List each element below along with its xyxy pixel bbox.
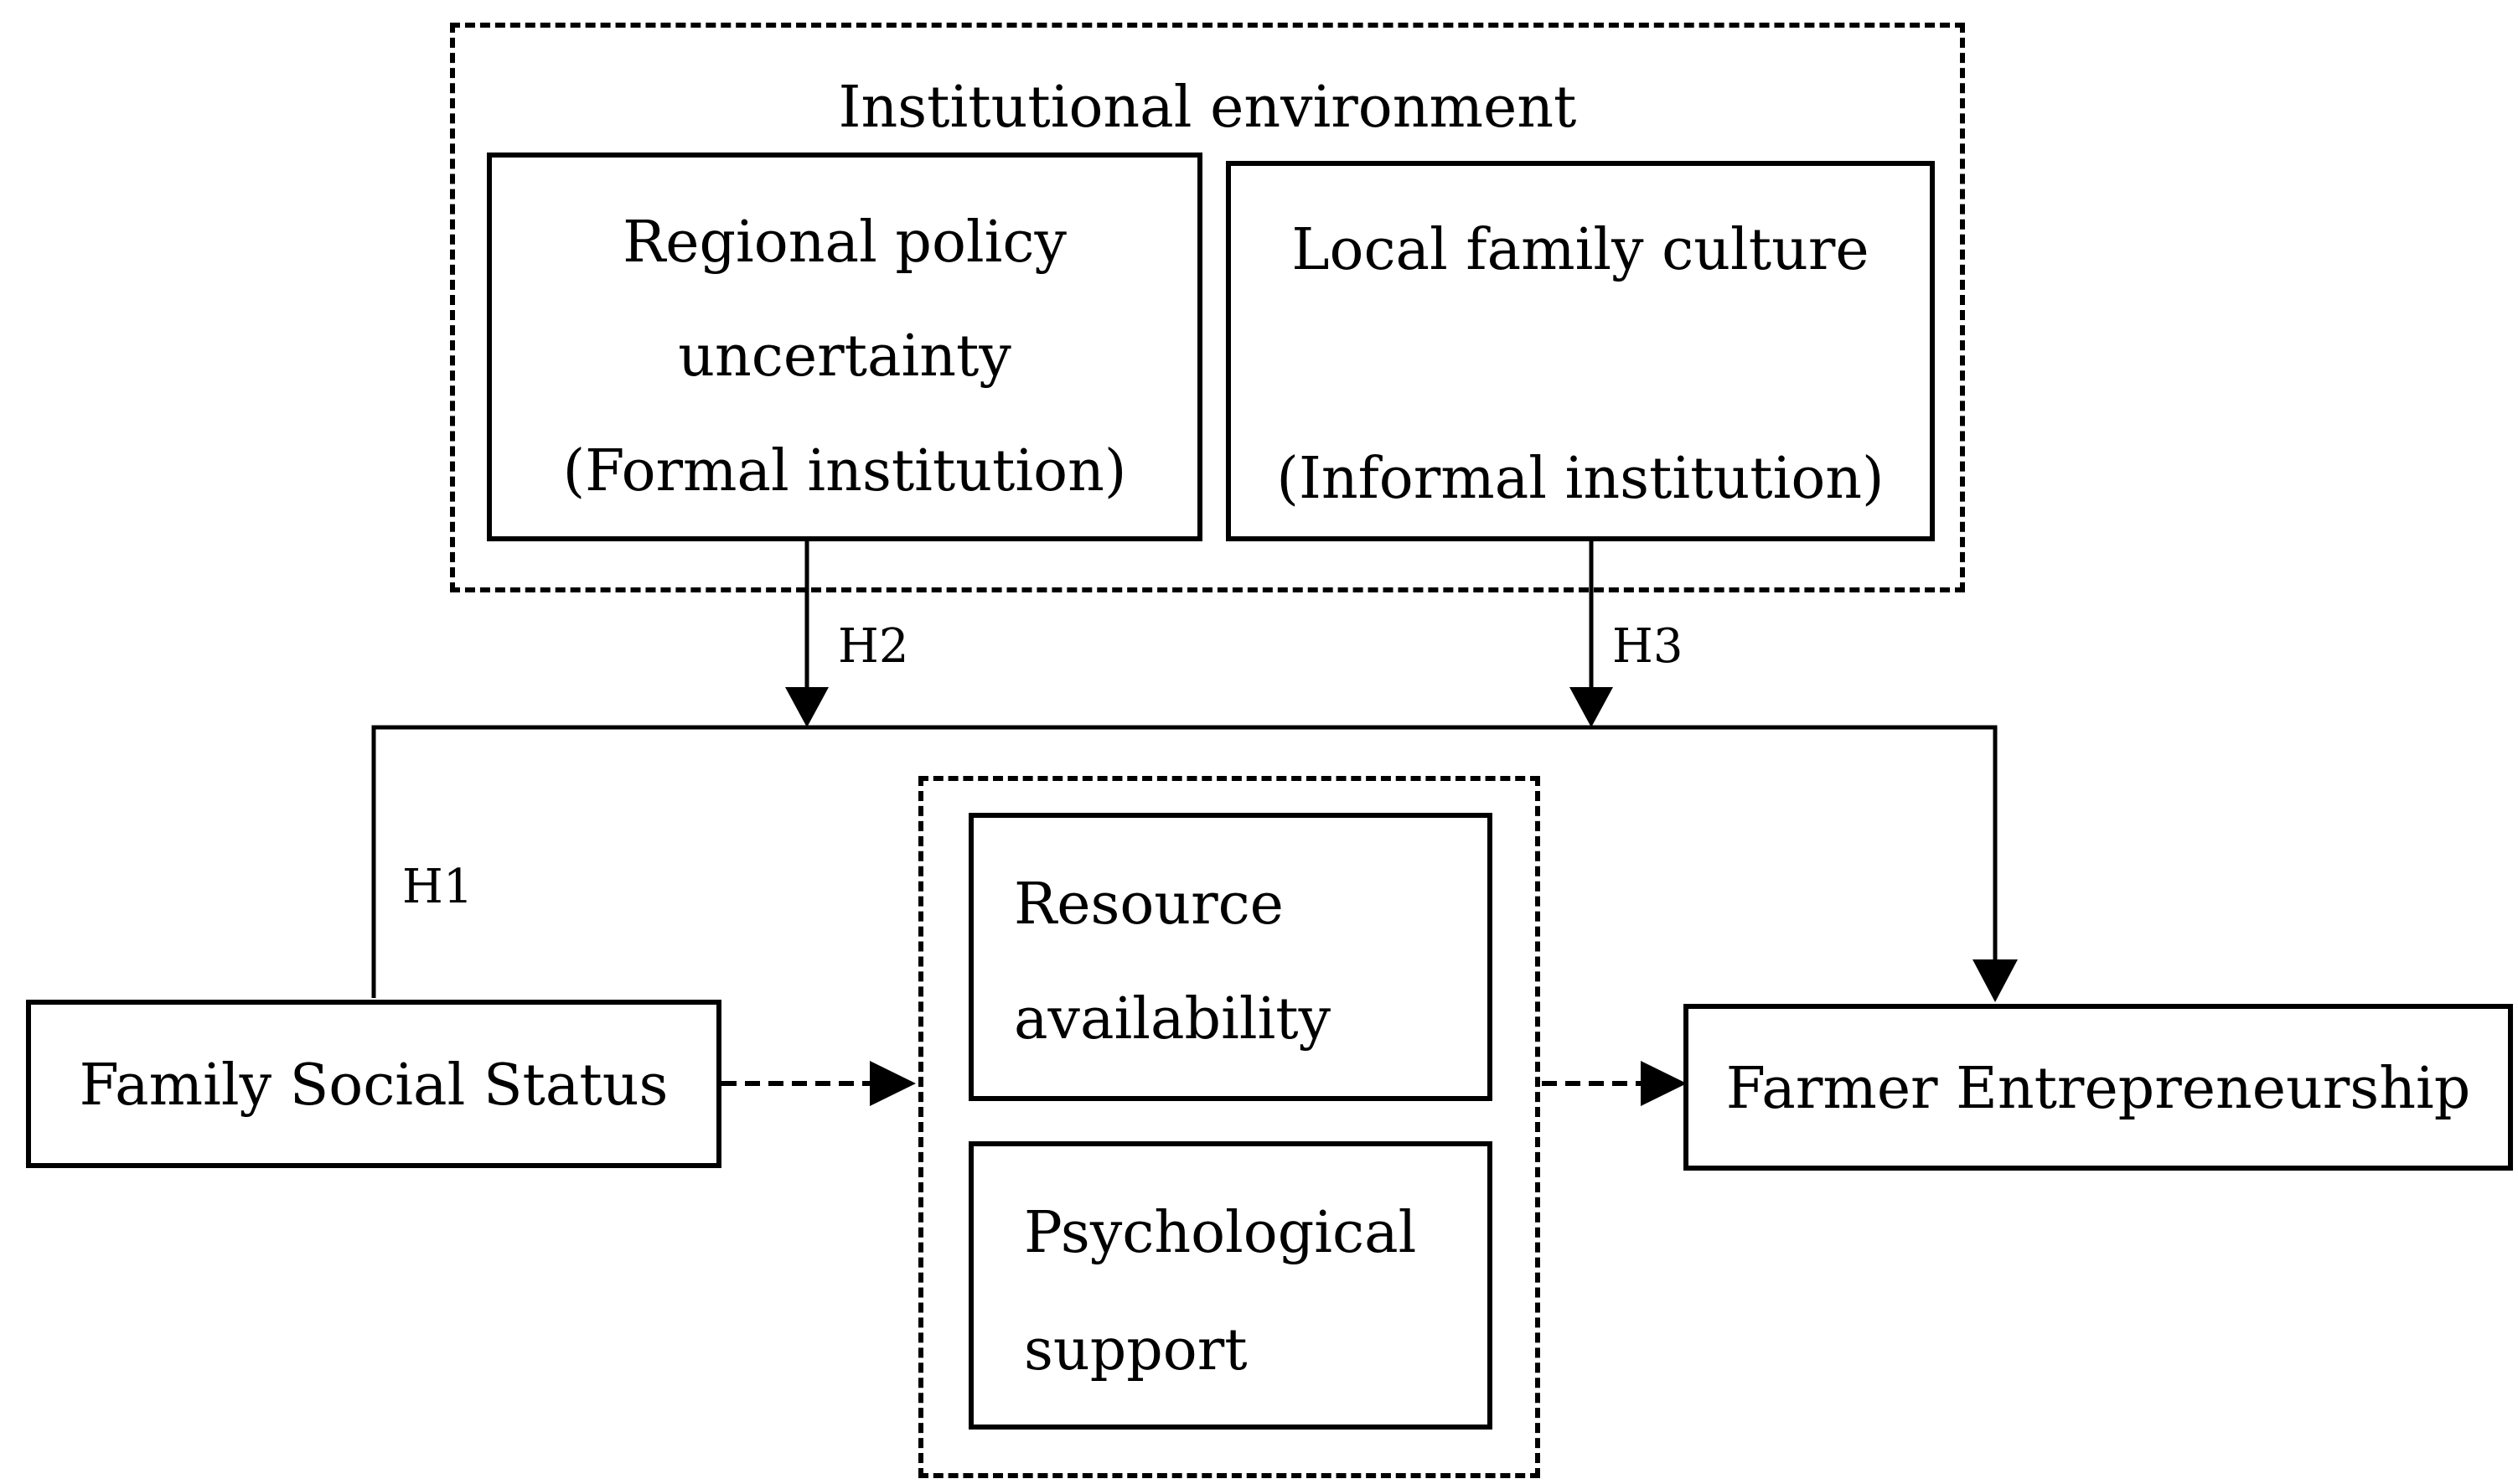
hypothesis-h3-label: H3	[1612, 619, 1683, 674]
regional-policy-line3: (Formal institution)	[562, 438, 1127, 504]
resource-availability-line1: Resource	[1014, 871, 1284, 938]
mediation-out-arrowhead	[1641, 1061, 1687, 1106]
local-family-culture-line2: (Informal institution)	[1276, 446, 1885, 512]
h1-path-line	[371, 725, 1998, 998]
farmer-entrepreneurship-box	[1683, 1004, 2513, 1171]
institutional-environment-group	[450, 23, 1965, 592]
mediators-group	[918, 776, 1540, 1478]
resource-availability-line2: availability	[1014, 986, 1331, 1052]
local-family-culture-line1: Local family culture	[1291, 217, 1869, 283]
psychological-support-line2: support	[1024, 1317, 1248, 1383]
local-family-culture-box	[1226, 161, 1935, 541]
regional-policy-line1: Regional policy	[623, 209, 1067, 276]
h1-arrowhead	[1973, 959, 2018, 1002]
h2-arrowhead	[785, 687, 829, 727]
mediation-in-arrowhead	[870, 1061, 916, 1106]
resource-availability-box	[969, 813, 1492, 1101]
farmer-entrepreneurship-label: Farmer Entrepreneurship	[1725, 1056, 2471, 1122]
psychological-support-line1: Psychological	[1024, 1200, 1417, 1266]
hypothesis-h2-label: H2	[838, 619, 909, 674]
regional-policy-line2: uncertainty	[678, 323, 1011, 390]
family-social-status-label: Family Social Status	[79, 1052, 669, 1119]
hypothesis-h1-label: H1	[402, 860, 473, 914]
institutional-environment-title: Institutional environment	[838, 75, 1577, 141]
psychological-support-box	[969, 1141, 1492, 1430]
family-social-status-box	[26, 1000, 721, 1168]
regional-policy-uncertainty-box	[487, 153, 1202, 541]
h3-arrowhead	[1569, 687, 1613, 727]
